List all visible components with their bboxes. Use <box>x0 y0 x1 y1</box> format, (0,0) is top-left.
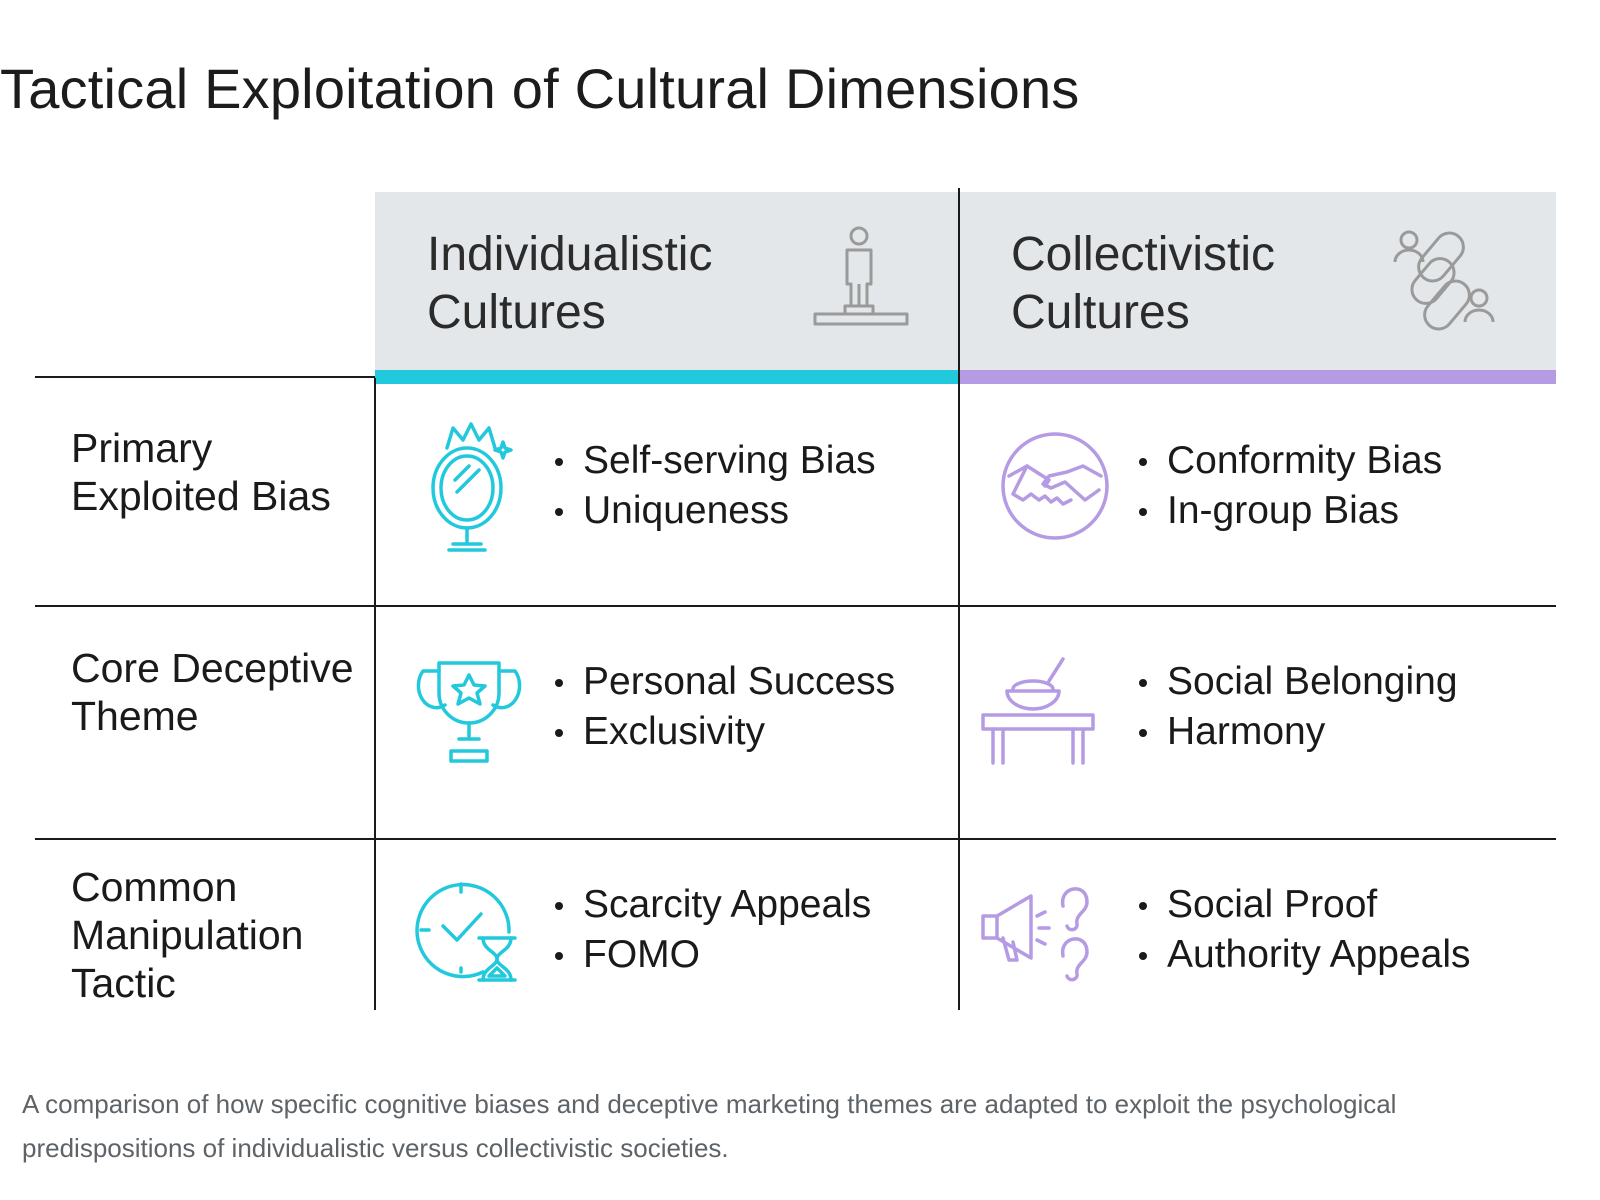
list-item: Scarcity Appeals <box>553 880 871 930</box>
list-item: In-group Bias <box>1137 486 1442 536</box>
column-header-individualistic: Individualistic Cultures <box>375 192 959 384</box>
column-accent-bar <box>375 370 959 384</box>
trophy-star-icon <box>416 661 522 763</box>
grid-divider <box>35 376 375 378</box>
cell-collectivistic-tactic: Social Proof Authority Appeals <box>959 840 1556 1010</box>
row-label: Primary Exploited Bias <box>71 425 331 519</box>
grid-divider <box>374 378 376 1010</box>
list-item: Personal Success <box>553 657 895 707</box>
list-item: Harmony <box>1137 707 1458 757</box>
person-on-podium-icon <box>813 226 909 326</box>
cell-individualistic-theme: Personal Success Exclusivity <box>375 607 959 837</box>
column-header-label: Individualistic Cultures <box>427 228 713 339</box>
cell-individualistic-bias: Self-serving Bias Uniqueness <box>375 378 959 604</box>
linked-people-chain-icon <box>1393 230 1495 331</box>
list-item: Uniqueness <box>553 486 876 536</box>
column-header-label: Collectivistic Cultures <box>1011 228 1276 339</box>
list-item: FOMO <box>553 930 871 980</box>
crowned-mirror-icon <box>431 422 513 552</box>
list-item: Social Proof <box>1137 880 1471 930</box>
list-item: Conformity Bias <box>1137 436 1442 486</box>
cell-collectivistic-theme: Social Belonging Harmony <box>959 607 1556 837</box>
list-item: Authority Appeals <box>1137 930 1471 980</box>
column-header-collectivistic: Collectivistic Cultures <box>959 192 1556 384</box>
list-item: Self-serving Bias <box>553 436 876 486</box>
cell-individualistic-tactic: Scarcity Appeals FOMO <box>375 840 959 1010</box>
cell-collectivistic-bias: Conformity Bias In-group Bias <box>959 378 1556 604</box>
list-item: Social Belonging <box>1137 657 1458 707</box>
shared-bowl-table-icon <box>981 657 1095 765</box>
row-label: Common Manipulation Tactic <box>71 864 304 1006</box>
list-item: Exclusivity <box>553 707 895 757</box>
column-accent-bar <box>959 370 1556 384</box>
clock-hourglass-icon <box>415 882 517 982</box>
page-title: Tactical Exploitation of Cultural Dimens… <box>0 57 1080 120</box>
comparison-table: Individualistic Cultures Collectivistic … <box>0 180 1600 1060</box>
handshake-icon <box>1001 432 1109 540</box>
figure-caption: A comparison of how specific cognitive b… <box>22 1089 1397 1163</box>
grid-divider <box>35 605 1556 607</box>
grid-divider <box>958 188 960 1010</box>
megaphone-ears-icon <box>981 887 1089 982</box>
grid-divider <box>35 838 1556 840</box>
row-label: Core Deceptive Theme <box>71 645 354 739</box>
